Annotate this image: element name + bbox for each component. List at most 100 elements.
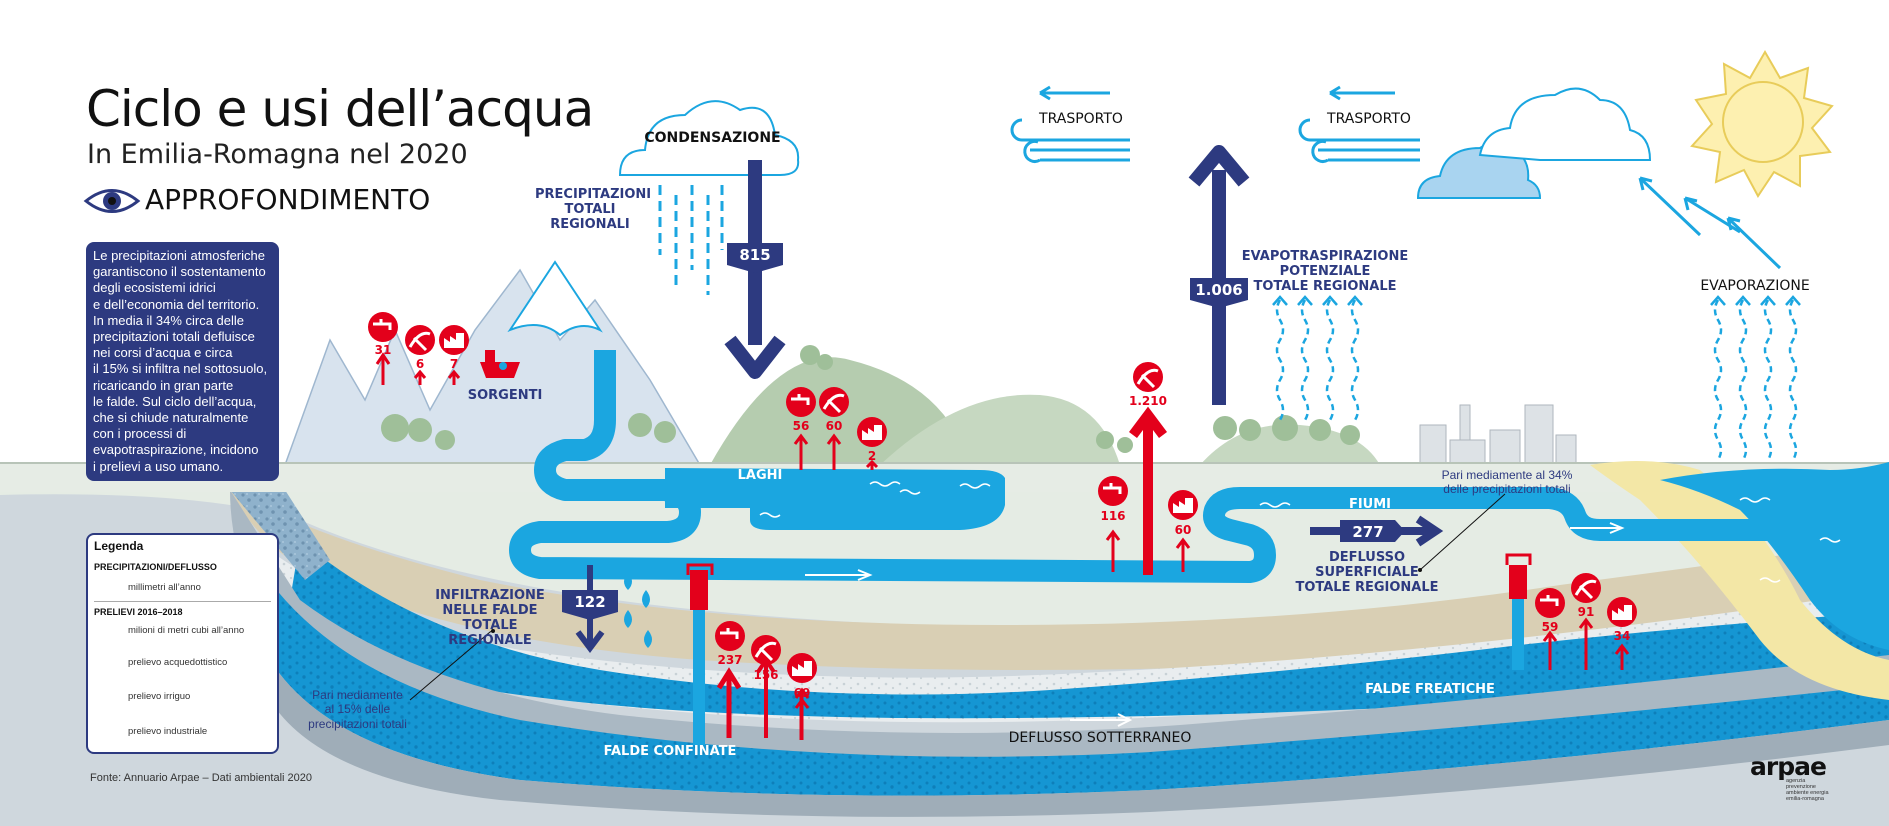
badge-precipitation xyxy=(727,243,783,273)
industrial-icon xyxy=(787,653,817,683)
water-waves xyxy=(759,481,1841,583)
infiltration-value: 122 xyxy=(574,593,606,611)
sea xyxy=(1660,462,1889,650)
clay-layer xyxy=(230,490,1889,670)
springs-drinking-value: 31 xyxy=(374,343,392,357)
phreatic-aquifer xyxy=(290,540,1889,719)
drinking-icon xyxy=(1535,588,1565,618)
drinking-icon xyxy=(1098,476,1128,506)
intro-text-box: Le precipitazioni atmosferiche garantisc… xyxy=(86,242,279,481)
confined-well xyxy=(686,563,714,745)
evapotranspiration-value: 1.006 xyxy=(1195,281,1243,299)
precipitation-value: 815 xyxy=(739,246,771,264)
vapour-lines xyxy=(1275,299,1798,461)
irrigation-icon xyxy=(751,635,781,665)
lower-grey-layer xyxy=(270,660,1889,817)
drinking-icon xyxy=(786,387,816,417)
industrial-icon xyxy=(439,325,469,355)
transport-label-1: TRASPORTO xyxy=(1039,111,1123,127)
badge-evapotranspiration xyxy=(1190,278,1248,308)
gravel-wedge xyxy=(230,490,330,580)
lakes-drinking-value: 56 xyxy=(792,419,810,433)
confined-irrigation-value: 156 xyxy=(753,668,779,682)
confined-drinking-value: 237 xyxy=(717,653,743,667)
industrial-icon xyxy=(1168,490,1198,520)
confined-aquifer-label: FALDE CONFINATE xyxy=(603,744,737,759)
rivers-irrigation-value: 1.210 xyxy=(1129,394,1167,408)
phreatic-well xyxy=(1505,553,1532,670)
runoff-value: 277 xyxy=(1352,523,1384,541)
rain xyxy=(658,185,724,295)
central-hill xyxy=(880,394,1120,465)
springs-label: SORGENTI xyxy=(467,388,543,403)
page-subtitle: In Emilia-Romagna nel 2020 xyxy=(87,139,468,170)
legend-title: Legenda xyxy=(94,539,144,553)
river-wave-line xyxy=(805,527,1620,576)
river-stream xyxy=(509,350,1800,583)
sun xyxy=(1690,49,1834,198)
precipitation-label: PRECIPITAZIONI TOTALI REGIONALI xyxy=(535,187,652,232)
infiltration-label: INFILTRAZIONE NELLE FALDE TOTALE REGIONA… xyxy=(435,588,545,648)
phreatic-drinking-value: 59 xyxy=(1541,620,1559,634)
badge-runoff xyxy=(1340,520,1405,542)
runoff-label: DEFLUSSO SUPERFICIALE TOTALE REGIONALE xyxy=(1295,550,1439,595)
confined-aquifer xyxy=(255,560,1889,796)
legend-withdrawal-unit: milioni di metri cubi all’anno xyxy=(128,625,245,636)
lakes-label: LAGHI xyxy=(737,468,783,483)
aquifer-flow-arrow xyxy=(1070,713,1133,727)
legend-industrial: prelievo industriale xyxy=(128,726,208,737)
phreatic-aquifer-label: FALDE FREATICHE xyxy=(1365,682,1495,697)
legend-flow-heading: PRECIPITAZIONI/DEFLUSSO xyxy=(94,562,217,572)
grey-layer xyxy=(230,490,1889,772)
major-withdrawal-arrows xyxy=(716,406,1167,738)
runoff-note: Pari mediamente al 34% delle precipitazi… xyxy=(1441,468,1573,497)
water-droplets xyxy=(624,572,652,648)
city xyxy=(1419,404,1577,466)
eye-icon xyxy=(83,189,141,213)
evaporation-arrows xyxy=(1638,176,1782,270)
industrial-icon xyxy=(1607,597,1637,627)
underground-flow-label: DEFLUSSO SOTTERRANEO xyxy=(1008,730,1192,746)
rivers-label: FIUMI xyxy=(1348,497,1392,512)
drinking-icon xyxy=(715,621,745,651)
lake-water xyxy=(665,468,1005,530)
river-flow-arrow xyxy=(857,522,1625,581)
condensation-cloud xyxy=(618,100,800,176)
legend-irrigation: prelievo irriguo xyxy=(128,691,191,702)
sky-cloud-white xyxy=(1478,87,1652,161)
wind-swirls-1 xyxy=(1010,85,1130,163)
section-heading: APPROFONDIMENTO xyxy=(145,183,431,216)
irrigation-icon xyxy=(819,387,849,417)
spring-icon xyxy=(480,350,520,378)
drinking-icon xyxy=(368,312,398,342)
phreatic-irrigation-value: 91 xyxy=(1577,605,1595,619)
springs-irrigation-value: 6 xyxy=(415,357,425,371)
withdrawal-icons xyxy=(368,312,1637,683)
mountain-peak xyxy=(507,260,603,337)
topsoil-layer xyxy=(0,470,1889,628)
legend-flow-unit: millimetri all’anno xyxy=(128,582,201,593)
source-note: Fonte: Annuario Arpae – Dati ambientali … xyxy=(90,772,312,784)
irrigation-icon xyxy=(1133,362,1163,392)
lakes-irrigation-value: 60 xyxy=(825,419,843,433)
condensation-label: CONDENSAZIONE xyxy=(644,130,781,146)
arpae-logo-tagline: agenzia prevenzione ambiente energia emi… xyxy=(1786,778,1829,802)
evaporation-label: EVAPORAZIONE xyxy=(1700,278,1810,294)
legend: Legenda PRECIPITAZIONI/DEFLUSSO millimet… xyxy=(86,533,279,754)
legend-drinking: prelievo acquedottistico xyxy=(128,657,228,668)
lakes-industrial-value: 2 xyxy=(867,449,877,463)
confined-industrial-value: 69 xyxy=(793,686,811,700)
badge-infiltration xyxy=(562,590,618,620)
industrial-icon xyxy=(857,417,887,447)
legend-divider xyxy=(94,601,271,602)
springs-industrial-value: 7 xyxy=(449,357,459,371)
trees xyxy=(381,345,1360,453)
phreatic-industrial-value: 34 xyxy=(1613,629,1631,643)
legend-withdrawal-heading: PRELIEVI 2016–2018 xyxy=(94,607,183,617)
infiltration-note: Pari mediamente al 15% delle precipitazi… xyxy=(308,688,407,731)
runoff-callout-line xyxy=(1419,493,1506,571)
arpae-logo: arpae xyxy=(1750,752,1827,781)
rivers-drinking-value: 116 xyxy=(1100,509,1126,523)
